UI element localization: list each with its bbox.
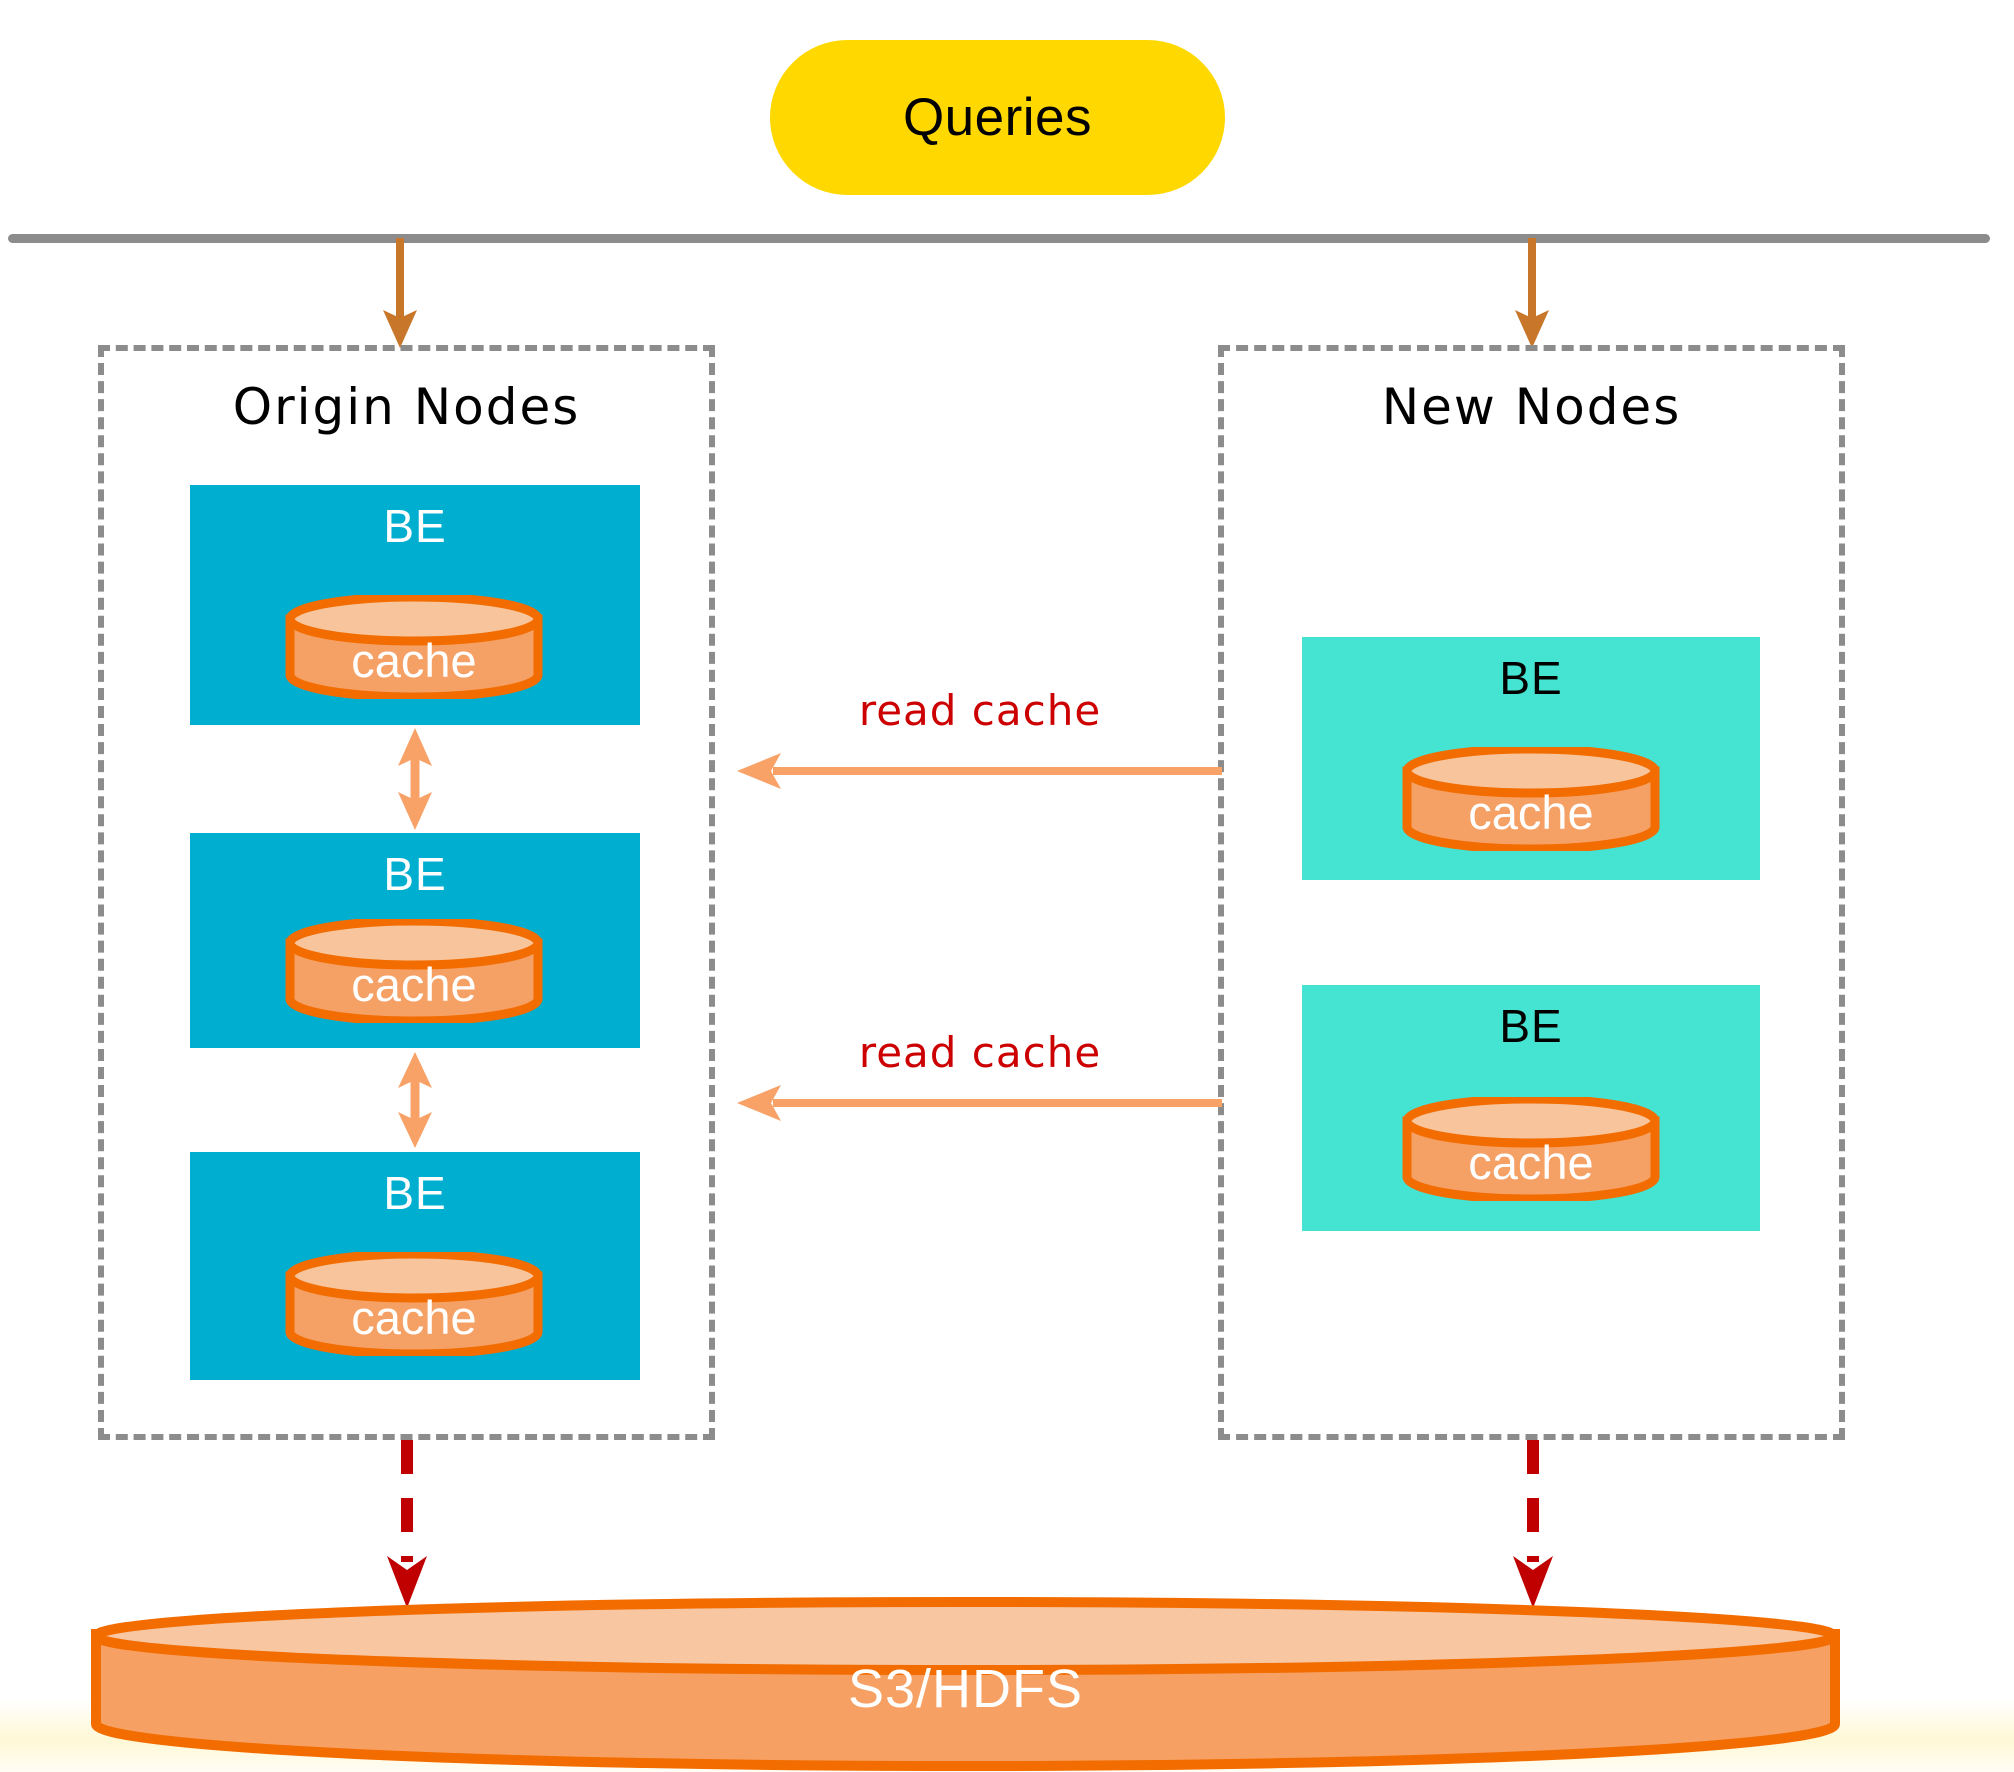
cache-cylinder-icon: cache bbox=[285, 595, 543, 699]
read-cache-arrow-top-icon bbox=[737, 753, 1222, 789]
cache-label: cache bbox=[351, 1291, 477, 1344]
group-box-origin-nodes bbox=[98, 345, 715, 1440]
node-label: BE bbox=[383, 848, 447, 900]
persist-arrow-origin-icon bbox=[387, 1440, 427, 1608]
read-cache-arrow-bottom-icon bbox=[737, 1085, 1222, 1121]
cache-cylinder-icon: cache bbox=[285, 919, 543, 1023]
query-arrow-to-new-icon bbox=[1515, 238, 1549, 348]
node-label: BE bbox=[383, 500, 447, 552]
cache-cylinder-icon: cache bbox=[1402, 747, 1660, 851]
node-be-origin-2: BE cache bbox=[190, 833, 640, 1048]
node-label: BE bbox=[1499, 1000, 1563, 1052]
node-be-origin-1: BE cache bbox=[190, 485, 640, 725]
node-be-new-1: BE cache bbox=[1302, 637, 1760, 880]
read-cache-label-bottom: read cache bbox=[858, 1028, 1102, 1077]
queries-label: Queries bbox=[902, 88, 1093, 147]
node-label: BE bbox=[383, 1167, 447, 1219]
cache-label: cache bbox=[1468, 1136, 1594, 1189]
cache-label: cache bbox=[351, 634, 477, 687]
cache-label: cache bbox=[351, 958, 477, 1011]
peer-sync-arrow-2-icon bbox=[398, 1052, 432, 1148]
cache-cylinder-icon: cache bbox=[285, 1252, 543, 1356]
query-arrow-to-origin-icon bbox=[383, 238, 417, 348]
queries-pill: Queries bbox=[770, 40, 1225, 195]
read-cache-label-top: read cache bbox=[858, 686, 1102, 735]
separator-rule bbox=[8, 234, 1990, 243]
group-title-new-nodes: New Nodes bbox=[1381, 378, 1682, 436]
cache-label: cache bbox=[1468, 786, 1594, 839]
group-title-origin-nodes: Origin Nodes bbox=[232, 378, 581, 436]
node-label: BE bbox=[1499, 652, 1563, 704]
node-be-origin-3: BE cache bbox=[190, 1152, 640, 1380]
storage-label: S3/HDFS bbox=[847, 1659, 1084, 1719]
storage-cylinder-icon: S3/HDFS bbox=[88, 1596, 1843, 1772]
peer-sync-arrow-1-icon bbox=[398, 728, 432, 830]
node-be-new-2: BE cache bbox=[1302, 985, 1760, 1231]
group-box-new-nodes bbox=[1218, 345, 1845, 1440]
persist-arrow-new-icon bbox=[1513, 1440, 1553, 1608]
cache-cylinder-icon: cache bbox=[1402, 1097, 1660, 1201]
